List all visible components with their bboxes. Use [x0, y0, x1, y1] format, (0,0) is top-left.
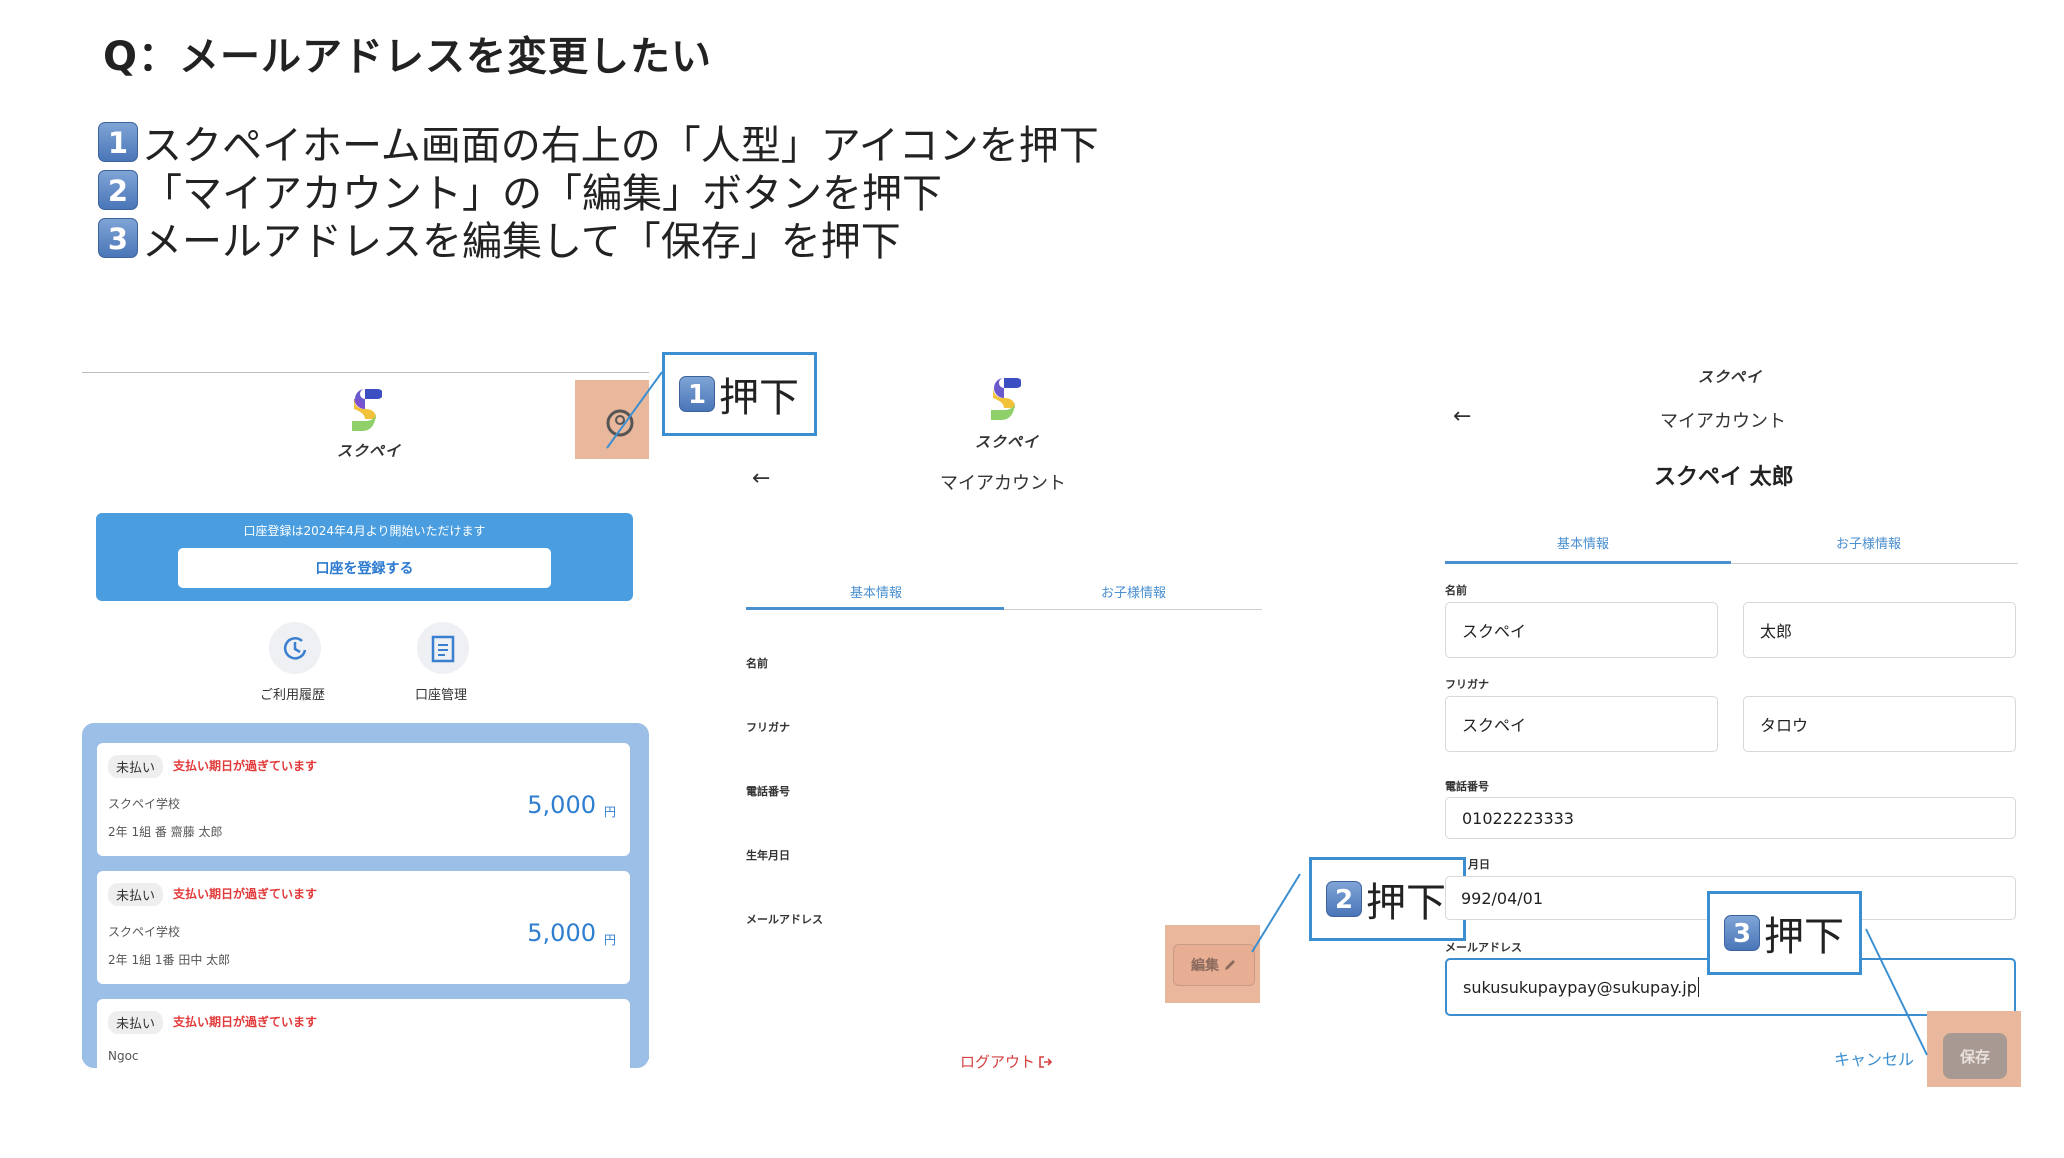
instruction-step-1: 1 スクペイホーム画面の右上の「人型」アイコンを押下	[98, 113, 1099, 171]
field-label-phone: 電話番号	[746, 785, 790, 798]
amount-unit: 円	[603, 805, 616, 819]
tab-divider	[746, 609, 1262, 610]
pencil-icon	[1225, 960, 1235, 970]
clipboard-icon	[431, 635, 455, 663]
banner-note: 口座登録は2024年4月より開始いただけます	[243, 524, 486, 538]
callout-step-3-text: 押下	[1764, 914, 1844, 960]
amount: 5,000	[527, 919, 596, 947]
person-icon[interactable]	[605, 408, 635, 438]
screen-title: マイアカウント	[1660, 411, 1786, 432]
overdue-text: 支払い期日が過ぎています	[173, 1015, 318, 1029]
app-logo-text: スクペイ	[1698, 368, 1763, 386]
keycap-2-icon: 2	[98, 170, 138, 210]
register-account-button[interactable]: 口座を登録する	[178, 548, 551, 588]
payment-list: 未払い 支払い期日が過ぎています スクペイ学校 2年 1組 番 齋藤 太郎 5,…	[82, 723, 649, 1074]
school-name: Ngoc	[108, 1049, 139, 1063]
field-label-email: メールアドレス	[746, 913, 823, 926]
phone-input[interactable]: 01022223333	[1445, 797, 2016, 839]
payment-card[interactable]: 未払い 支払い期日が過ぎています Ngoc	[97, 999, 630, 1074]
screen-divider	[82, 372, 649, 373]
keycap-1-icon: 1	[679, 376, 715, 412]
field-label-phone: 電話番号	[1445, 780, 1489, 793]
overdue-text: 支払い期日が過ぎています	[173, 887, 318, 901]
callout-step-2: 2 押下	[1309, 857, 1466, 941]
payment-card[interactable]: 未払い 支払い期日が過ぎています スクペイ学校 2年 1組 1番 田中 太郎 5…	[97, 871, 630, 984]
save-button[interactable]: 保存	[1943, 1033, 2007, 1079]
keycap-2-icon: 2	[1326, 881, 1362, 917]
first-kana-input[interactable]: タロウ	[1743, 696, 2016, 752]
app-logo-icon	[352, 389, 382, 431]
logout-label: ログアウト	[960, 1053, 1036, 1071]
app-logo-text: スクペイ	[337, 442, 402, 460]
status-badge: 未払い	[108, 883, 164, 906]
logout-link[interactable]: ログアウト	[960, 1051, 1053, 1072]
logout-icon	[1039, 1055, 1053, 1068]
cancel-button[interactable]: キャンセル	[1834, 1050, 1915, 1069]
birthday-value: 992/04/01	[1461, 888, 1544, 908]
tab-children-info[interactable]: お子様情報	[1101, 586, 1167, 601]
instruction-step-1-text: スクペイホーム画面の右上の「人型」アイコンを押下	[142, 123, 1099, 169]
tab-basic-info[interactable]: 基本情報	[850, 586, 903, 601]
field-label-birthday: 月日	[1468, 858, 1490, 871]
callout-step-1-text: 押下	[719, 375, 799, 421]
edit-button-label: 編集	[1191, 958, 1219, 974]
instruction-step-2-text: 「マイアカウント」の「編集」ボタンを押下	[142, 171, 942, 217]
status-badge: 未払い	[108, 755, 164, 778]
keycap-1-icon: 1	[98, 122, 138, 162]
tab-children-info[interactable]: お子様情報	[1836, 537, 1902, 552]
amount: 5,000	[527, 791, 596, 819]
callout-step-3: 3 押下	[1707, 891, 1862, 975]
app-logo-icon	[991, 378, 1021, 420]
active-tab-indicator	[746, 607, 1004, 610]
last-name-input[interactable]: スクペイ	[1445, 602, 1718, 658]
school-name: スクペイ学校	[108, 797, 181, 811]
status-badge: 未払い	[108, 1011, 164, 1034]
tab-divider	[1445, 563, 2018, 564]
field-label-name: 名前	[1445, 584, 1467, 597]
instruction-step-3-text: メールアドレスを編集して「保存」を押下	[142, 219, 901, 265]
back-arrow-icon[interactable]: ←	[752, 466, 771, 491]
keycap-3-icon: 3	[98, 218, 138, 258]
edit-button[interactable]: 編集	[1173, 944, 1255, 986]
last-kana-input[interactable]: スクペイ	[1445, 696, 1718, 752]
instruction-step-3: 3 メールアドレスを編集して「保存」を押下	[98, 209, 901, 267]
user-name: スクペイ 太郎	[1654, 465, 1794, 490]
payment-card[interactable]: 未払い 支払い期日が過ぎています スクペイ学校 2年 1組 番 齋藤 太郎 5,…	[97, 743, 630, 856]
field-label-email: メールアドレス	[1445, 941, 1522, 954]
amount-unit: 円	[603, 933, 616, 947]
school-name: スクペイ学校	[108, 925, 181, 939]
active-tab-indicator	[1445, 561, 1731, 564]
field-label-furigana: フリガナ	[1445, 678, 1489, 691]
account-management-button[interactable]	[417, 622, 469, 674]
account-registration-banner: 口座登録は2024年4月より開始いただけます 口座を登録する	[96, 513, 633, 601]
callout-step-1: 1 押下	[662, 352, 817, 436]
app-logo-text: スクペイ	[975, 433, 1040, 451]
first-name-input[interactable]: 太郎	[1743, 602, 2016, 658]
field-label-furigana: フリガナ	[746, 721, 790, 734]
tab-basic-info[interactable]: 基本情報	[1557, 537, 1610, 552]
screen-title: マイアカウント	[940, 473, 1066, 494]
history-button[interactable]	[269, 622, 321, 674]
account-management-label: 口座管理	[415, 688, 468, 703]
callout-step-2-text: 押下	[1366, 880, 1446, 926]
keycap-3-icon: 3	[1724, 915, 1760, 951]
email-value: sukusukupaypay@sukupay.jp	[1463, 977, 1697, 997]
instruction-step-2: 2 「マイアカウント」の「編集」ボタンを押下	[98, 161, 942, 219]
page-heading: Q：メールアドレスを変更したい	[103, 34, 713, 80]
field-label-name: 名前	[746, 657, 768, 670]
student-info: 2年 1組 番 齋藤 太郎	[108, 825, 223, 839]
history-label: ご利用履歴	[260, 688, 326, 703]
history-icon	[283, 637, 307, 660]
student-info: 2年 1組 1番 田中 太郎	[108, 953, 231, 967]
field-label-birthday: 生年月日	[746, 849, 790, 862]
back-arrow-icon[interactable]: ←	[1453, 404, 1472, 429]
overdue-text: 支払い期日が過ぎています	[173, 759, 318, 773]
text-caret	[1697, 977, 1699, 997]
